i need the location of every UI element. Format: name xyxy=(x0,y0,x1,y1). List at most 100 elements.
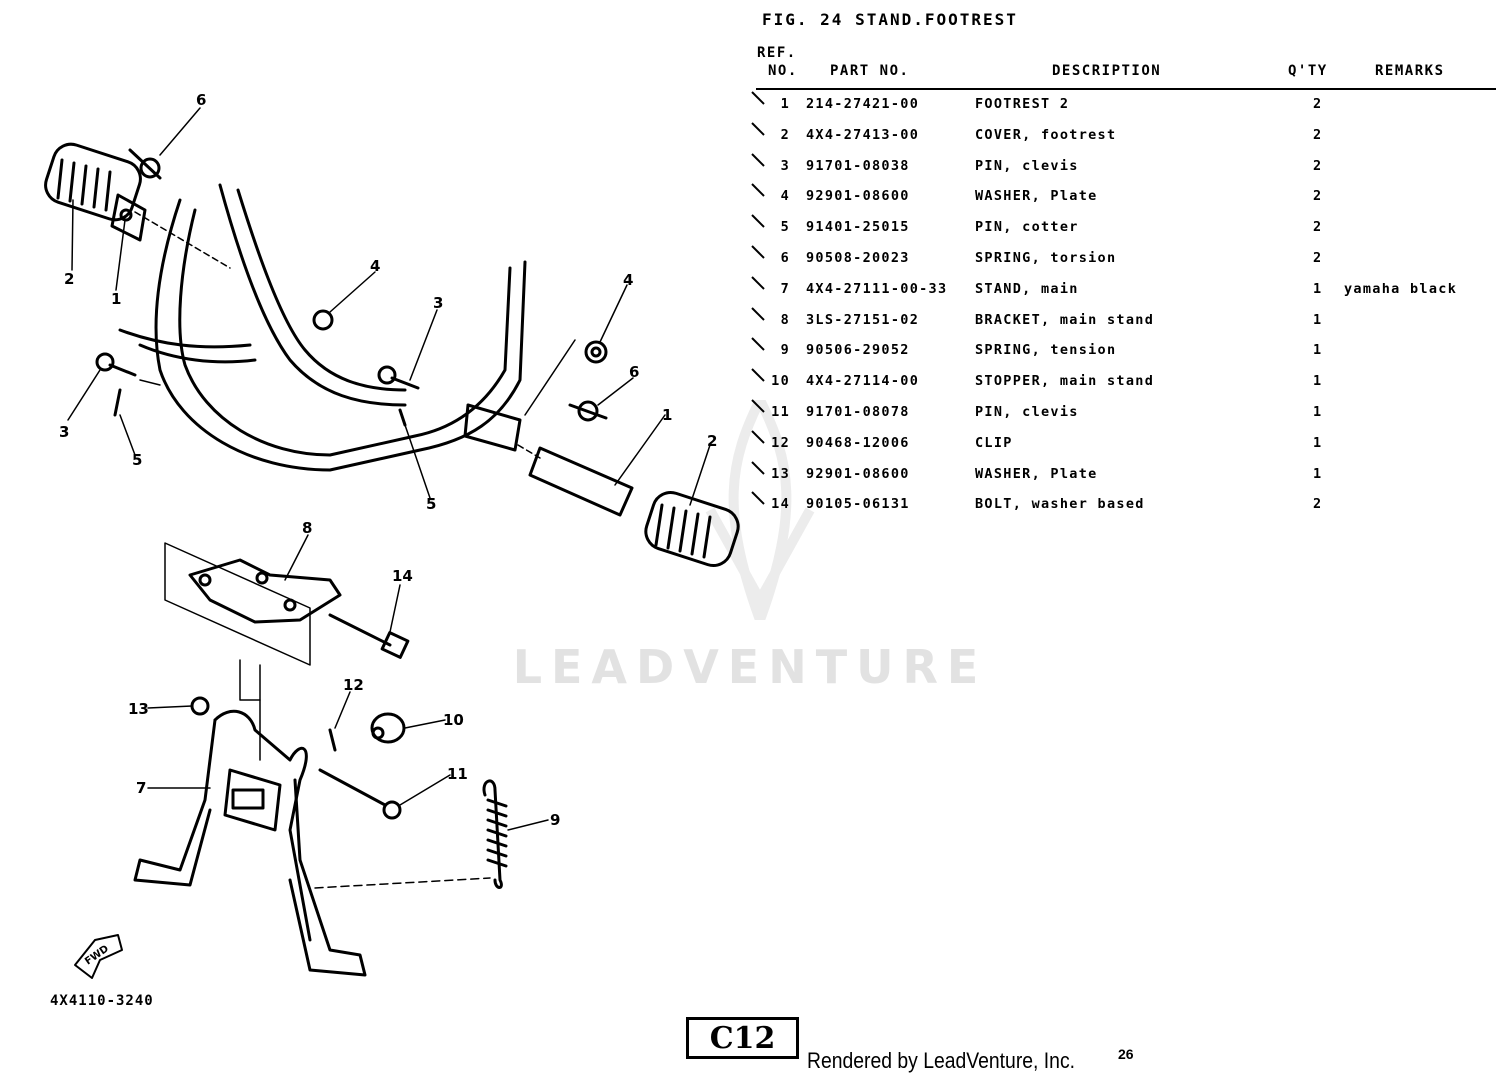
right-footrest-rubber xyxy=(644,491,740,567)
qty: 2 xyxy=(1313,126,1323,143)
qty: 2 xyxy=(1313,219,1323,236)
callout-14: 14 xyxy=(392,567,413,585)
qty: 1 xyxy=(1313,311,1323,328)
checkmark-icon xyxy=(751,245,765,259)
header-rule xyxy=(756,88,1496,90)
qty: 1 xyxy=(1313,434,1323,451)
callout-5-left: 5 xyxy=(132,451,143,469)
checkmark-icon xyxy=(751,183,765,198)
description: SPRING, tension xyxy=(975,342,1117,359)
checkmark-icon xyxy=(751,276,765,290)
callout-9: 9 xyxy=(550,811,561,829)
right-washer xyxy=(584,340,608,364)
callout-3-right: 3 xyxy=(433,294,444,312)
watermark-text: LEADVENTURE xyxy=(512,640,988,694)
description: PIN, cotter xyxy=(975,219,1079,236)
stand-clip xyxy=(328,728,337,752)
header-remarks: REMARKS xyxy=(1375,63,1445,79)
part-no: 92901-08600 xyxy=(806,465,910,482)
right-torsion-spring xyxy=(568,400,608,422)
description: SPRING, torsion xyxy=(975,249,1117,266)
description: BRACKET, main stand xyxy=(975,311,1155,328)
ref-no: 9 xyxy=(780,342,790,359)
checkmark-icon xyxy=(751,306,765,321)
leadventure-logo-icon xyxy=(705,400,815,620)
ref-no: 7 xyxy=(780,280,790,297)
part-no: 90506-29052 xyxy=(806,342,910,359)
header-description: DESCRIPTION xyxy=(1052,63,1162,79)
description: WASHER, Plate xyxy=(975,465,1098,482)
callout-1-right: 1 xyxy=(662,406,673,424)
callout-11: 11 xyxy=(447,765,468,783)
ref-no: 4 xyxy=(780,188,790,205)
stand-washer xyxy=(190,696,210,716)
left-clevis-pin xyxy=(95,352,137,377)
right-cotter-pin xyxy=(398,408,407,427)
stand-tension-spring xyxy=(482,779,508,889)
part-no: 90105-06131 xyxy=(806,496,910,513)
checkmark-icon xyxy=(751,460,765,475)
part-no: 4X4-27413-00 xyxy=(806,126,920,143)
description: WASHER, Plate xyxy=(975,188,1098,205)
stand-pivot-pin xyxy=(318,768,402,820)
callout-10: 10 xyxy=(443,711,464,729)
callout-12: 12 xyxy=(343,676,364,694)
part-no: 214-27421-00 xyxy=(806,96,920,112)
remarks: yamaha black xyxy=(1344,280,1458,297)
part-no: 91701-08038 xyxy=(806,157,910,174)
ref-no: 1 xyxy=(780,96,790,112)
part-no: 3LS-27151-02 xyxy=(806,311,920,328)
drawing-code: 4X4110-3240 xyxy=(50,993,154,1009)
callout-13: 13 xyxy=(128,700,149,718)
ref-no: 2 xyxy=(780,126,790,143)
header-part-no: PART NO. xyxy=(830,63,910,79)
callout-3-left: 3 xyxy=(59,423,70,441)
qty: 2 xyxy=(1313,188,1323,205)
figure-title: FIG. 24 STAND.FOOTREST xyxy=(762,10,1018,29)
left-footrest-rubber xyxy=(44,142,142,222)
description: CLIP xyxy=(975,434,1013,451)
qty: 1 xyxy=(1313,403,1323,420)
left-footrest-bracket xyxy=(110,193,147,242)
exploded-parts-diagram xyxy=(44,107,740,979)
ref-no: 11 xyxy=(771,403,790,420)
left-cotter-pin xyxy=(113,388,122,417)
table-row: 4 92901-08600 WASHER, Plate 2 xyxy=(746,183,1496,215)
description: FOOTREST 2 xyxy=(975,96,1070,112)
part-no: 4X4-27111-00-33 xyxy=(806,280,948,297)
rendered-by-credit: Rendered by LeadVenture, Inc. xyxy=(807,1048,1076,1073)
description: STOPPER, main stand xyxy=(975,373,1155,390)
qty: 2 xyxy=(1313,157,1323,174)
qty: 2 xyxy=(1313,96,1323,112)
part-no: 92901-08600 xyxy=(806,188,910,205)
description: PIN, clevis xyxy=(975,403,1079,420)
ref-no: 10 xyxy=(771,373,790,390)
qty: 1 xyxy=(1313,373,1323,390)
ref-no: 3 xyxy=(780,157,790,174)
ref-no: 12 xyxy=(771,434,790,451)
callout-4-left: 4 xyxy=(370,257,381,275)
left-washer xyxy=(312,309,334,331)
description: BOLT, washer based xyxy=(975,496,1145,513)
callout-2-left: 2 xyxy=(64,270,75,288)
right-clevis-pin xyxy=(377,365,420,390)
qty: 1 xyxy=(1313,342,1323,359)
callout-6-right: 6 xyxy=(629,363,640,381)
callout-2-right: 2 xyxy=(707,432,718,450)
description: STAND, main xyxy=(975,280,1079,297)
table-row: 1 214-27421-00 FOOTREST 2 2 xyxy=(746,91,1496,123)
main-stand-bracket xyxy=(188,558,342,624)
header-ref-line2: NO. xyxy=(768,63,798,79)
checkmark-icon xyxy=(751,337,765,352)
checkmark-icon xyxy=(751,122,765,136)
checkmark-icon xyxy=(751,368,765,382)
